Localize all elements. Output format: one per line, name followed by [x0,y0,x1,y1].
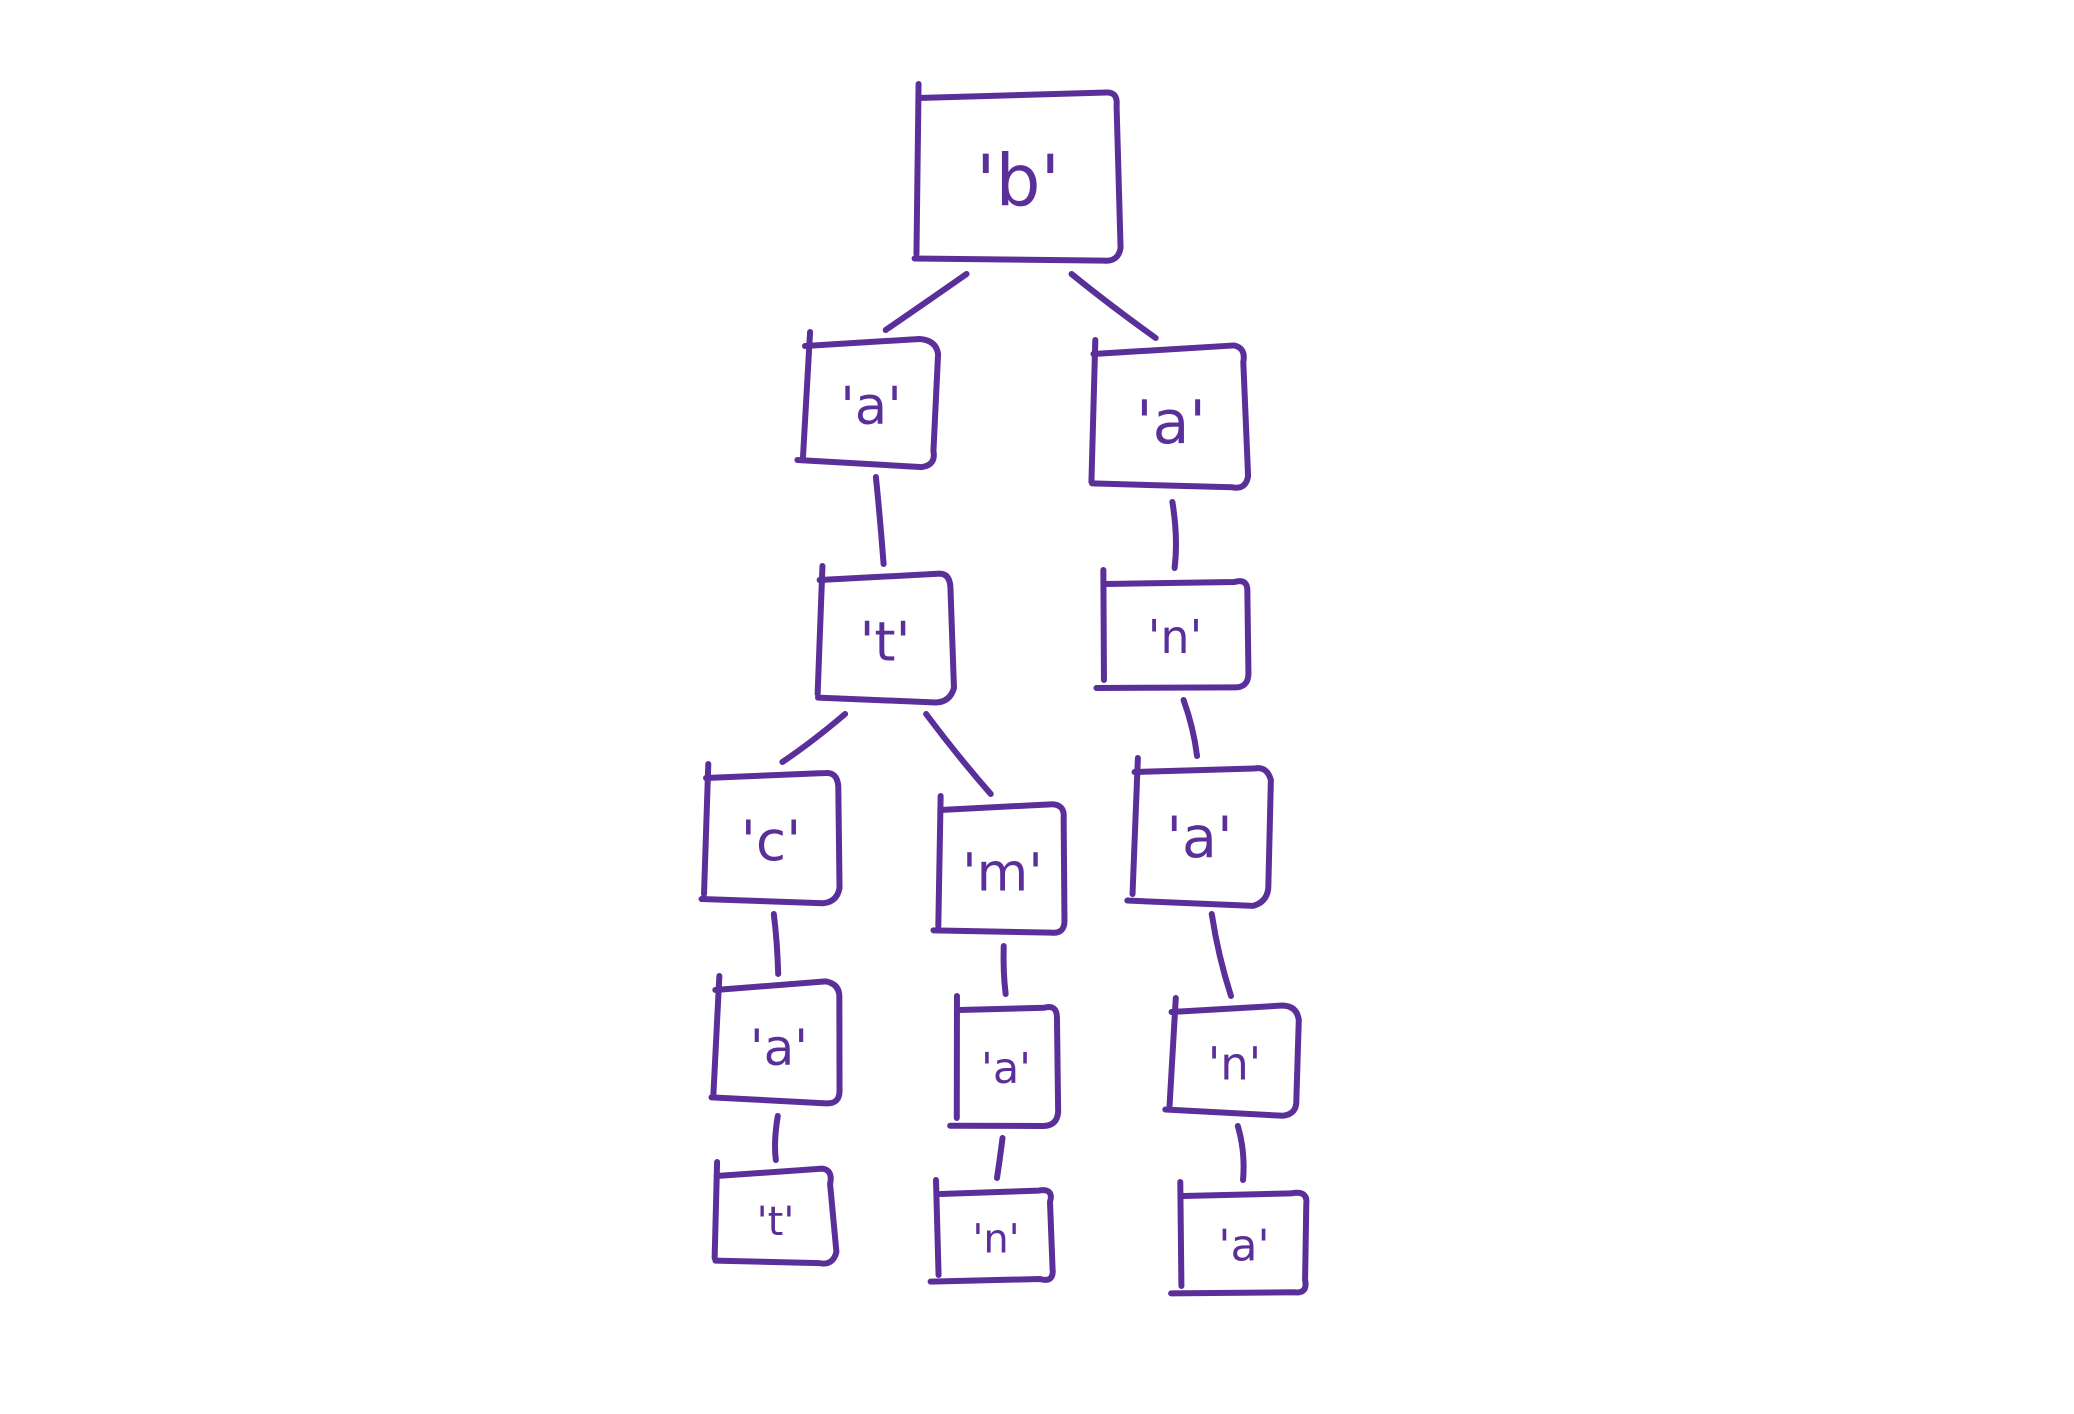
node-label: 'm' [962,843,1043,904]
node-box [794,335,942,471]
node-box-left-stroke [1129,755,1141,897]
node-box-left-stroke [1177,1179,1185,1289]
node-t2: 't' [711,1159,840,1267]
edge-root-a4 [1068,271,1159,341]
node-a2: 'a' [708,973,843,1107]
node-box-left-stroke [913,81,922,257]
node-label: 'a' [840,376,902,437]
edge-a4-n2 [1169,499,1179,571]
node-box [1124,765,1274,909]
node-c1: 'c' [698,761,843,907]
edge-t1-c1 [779,711,849,765]
node-box-left-stroke [701,761,712,897]
node-box-left-stroke [710,973,723,1099]
node-box-left-stroke [711,1159,721,1261]
node-label: 'n' [1148,610,1202,664]
node-box-left-stroke [1166,995,1179,1109]
node-label: 'a' [1166,805,1232,871]
node-box-left-stroke [1100,567,1107,683]
edge-c1-a2 [770,911,782,977]
node-label: 'c' [741,809,801,873]
node-label: 't' [860,611,911,674]
edge-t1-m1 [923,711,994,797]
node-label: 'a' [981,1044,1031,1094]
node-m1: 'm' [930,793,1068,936]
node-box-left-stroke [814,563,826,697]
node-label: 'a' [1218,1221,1269,1272]
node-box [930,801,1068,936]
node-box [708,978,843,1107]
node-box [1162,1002,1302,1119]
edge-m1-a3 [1000,943,1009,997]
node-label: 'a' [750,1019,808,1077]
node-a4: 'a' [1088,337,1252,491]
edges-layer [770,271,1247,1183]
node-box-left-stroke [799,329,814,460]
node-n1: 'n' [927,1177,1056,1285]
node-n2: 'n' [1093,567,1252,691]
edge-n2-a5 [1180,697,1201,759]
node-a6: 'a' [1168,1179,1310,1297]
nodes-layer: 'b' 'a' 't' 'c' 'a' 't' 'm' 'a' 'n' 'a' 'n' 'a' 'n' '… [698,81,1310,1297]
node-label: 'a' [1136,388,1206,458]
node-label: 'n' [972,1217,1019,1263]
node-a3: 'a' [947,993,1062,1129]
edge-a1-t1 [872,474,887,567]
node-label: 'n' [1208,1038,1261,1091]
edge-root-a1 [882,271,970,333]
node-n3: 'n' [1162,995,1302,1119]
edge-a2-t2 [772,1113,781,1163]
node-root: 'b' [911,81,1124,264]
node-a5: 'a' [1124,755,1274,909]
node-box-left-stroke [1088,337,1099,485]
node-box [814,570,957,706]
node-box [712,1165,840,1267]
node-box [927,1187,1056,1285]
edge-n3-a6 [1234,1123,1247,1183]
node-t1: 't' [814,563,957,706]
node-box [1168,1189,1310,1297]
node-box [698,769,843,907]
node-box [911,89,1124,264]
node-box [947,1003,1062,1129]
edge-a3-n1 [994,1135,1006,1181]
node-label: 'b' [976,140,1060,223]
node-box-left-stroke [935,793,944,929]
edge-a5-n3 [1208,911,1234,999]
node-a1: 'a' [794,329,942,471]
node-box-left-stroke [933,1177,942,1278]
node-box [1089,342,1252,491]
node-box [1093,578,1252,691]
node-label: 't' [757,1199,795,1245]
